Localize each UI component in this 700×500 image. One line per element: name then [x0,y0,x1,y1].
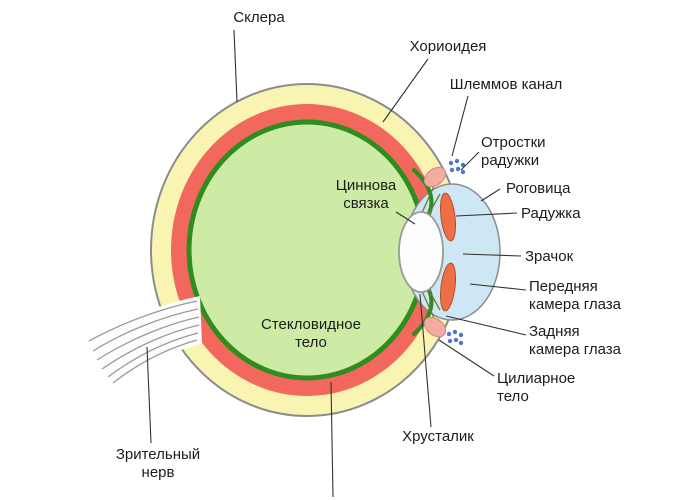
leader-lines [146,29,527,498]
leader-line-pupil [462,253,522,257]
lens-shape [398,211,444,293]
leader-line-retina-bottom [330,381,334,498]
label-iris-processes-1: Отростки [481,134,546,151]
label-anterior-chamber-2: камера глаза [529,296,622,313]
zonule-fibers [420,185,441,319]
optic-nerve-fibers [88,300,200,384]
label-vitreous-2: тело [295,334,327,351]
label-iris: Радужка [521,205,581,222]
leader-line-lens [419,293,432,428]
leader-line-posterior-chamber [445,315,527,336]
leader-line-choroid [382,58,429,123]
iris-process-dots-bottom [446,329,464,346]
label-optic-nerve-1: Зрительный [116,446,200,463]
label-zinn-1: Циннова [336,177,397,194]
ciliary-bottom-shape [423,316,447,338]
label-sclera: Склера [233,9,285,26]
leader-line-sclera [233,29,238,103]
label-iris-processes-2: радужки [481,152,539,169]
iris-process-dots-top [448,158,466,175]
ciliary-top-shape [423,166,447,188]
label-optic-nerve-2: нерв [142,464,175,481]
iris-top-shape [439,192,457,242]
labels: Склера Хориоидея Шлеммов канал Отростки … [116,9,622,481]
label-cornea: Роговица [506,180,571,197]
label-zinn-2: связка [343,195,389,212]
optic-nerve-shape [84,296,202,385]
label-ciliary-body-1: Цилиарное [497,370,575,387]
label-schlemm-canal: Шлеммов канал [450,76,563,93]
leader-line-cornea [480,188,501,202]
label-posterior-chamber-2: камера глаза [529,341,622,358]
label-pupil: Зрачок [525,248,574,265]
leader-line-iris [455,212,518,217]
leader-line-anterior-chamber [469,283,527,291]
leader-line-schlemm [451,95,469,157]
leader-line-iris-processes [460,151,480,171]
label-anterior-chamber-1: Передняя [529,278,598,295]
label-lens: Хрусталик [402,428,474,445]
label-choroid: Хориоидея [410,38,487,55]
leader-line-optic-nerve [146,346,152,444]
iris-bottom-shape [439,262,457,312]
label-ciliary-body-2: тело [497,388,529,405]
label-vitreous-1: Стекловидное [261,316,361,333]
leader-line-ciliary-body [438,339,495,377]
label-posterior-chamber-1: Задняя [529,323,580,340]
leader-line-zinn [395,211,416,225]
